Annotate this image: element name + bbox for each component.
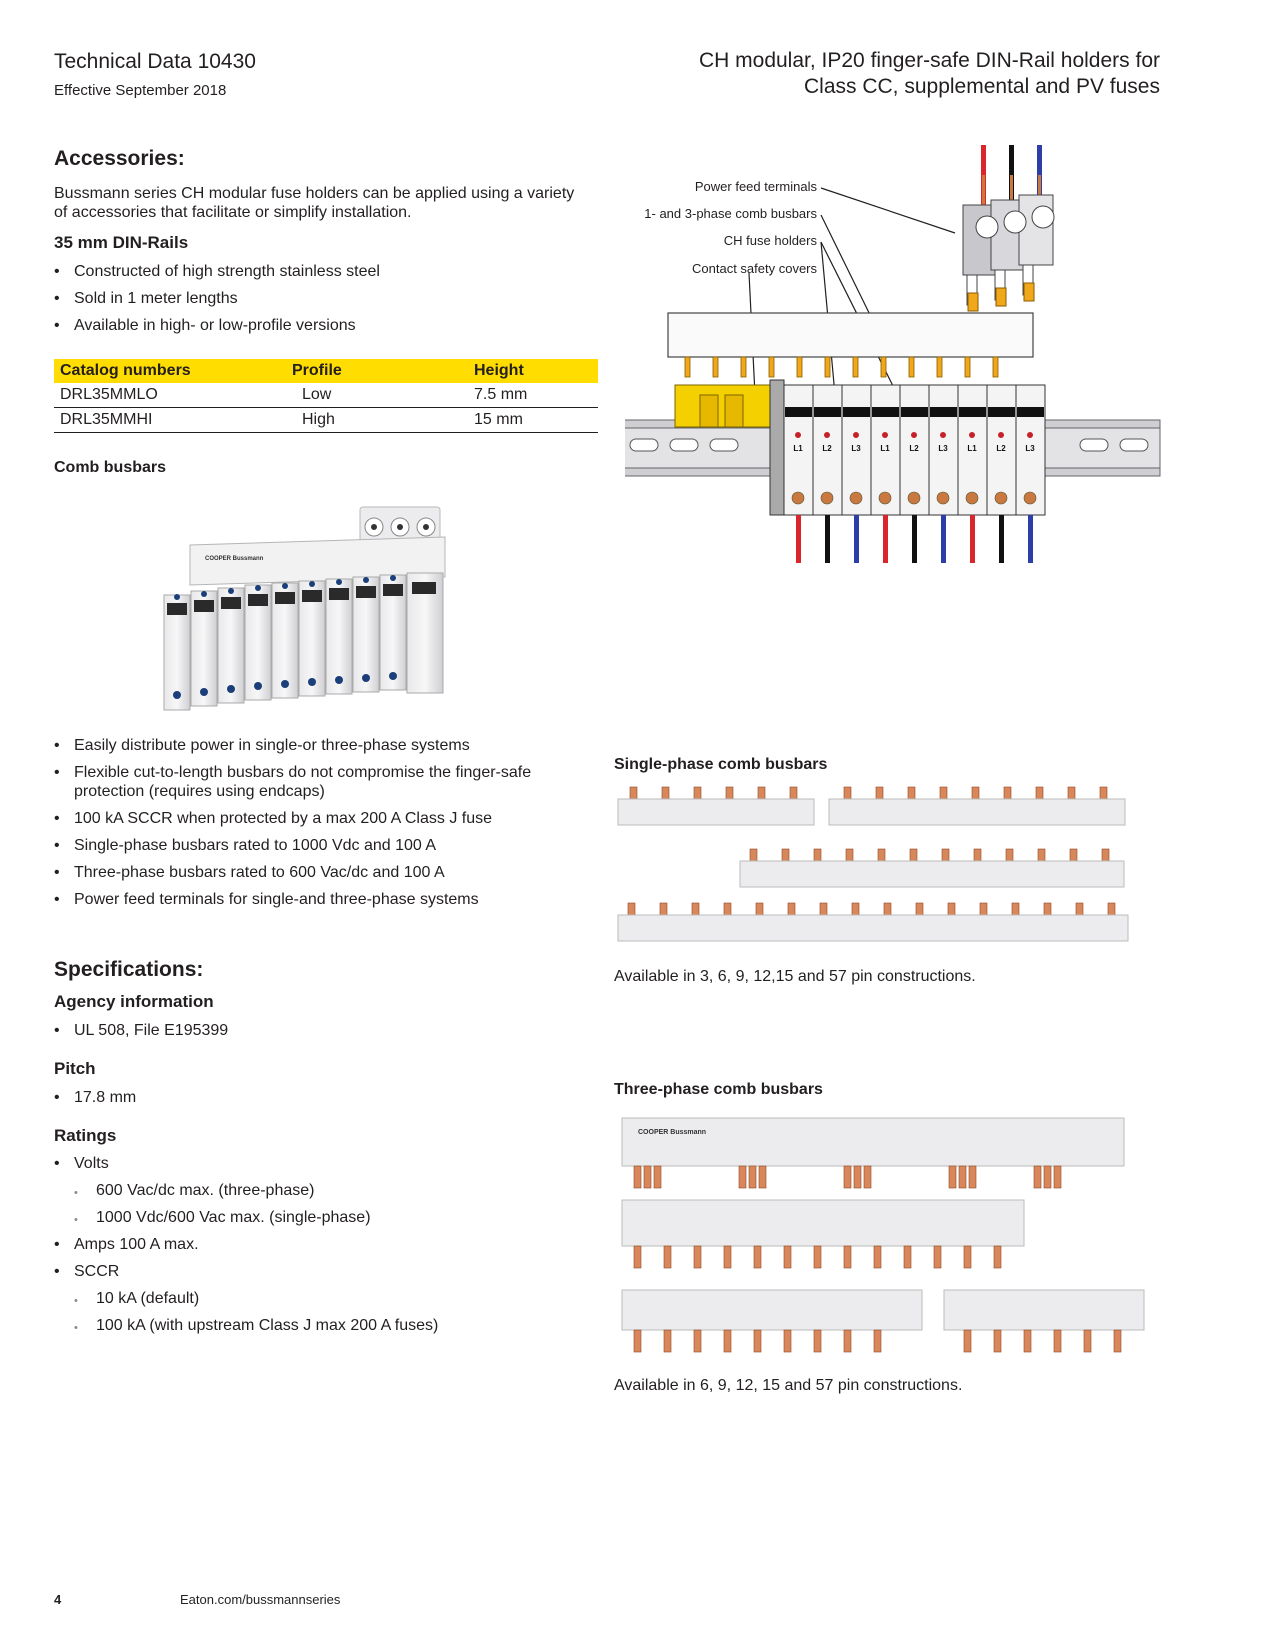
document-title: Technical Data 10430	[54, 50, 256, 73]
table-cell: DRL35MMHI	[54, 407, 286, 433]
footer-url[interactable]: Eaton.com/bussmannseries	[180, 1592, 341, 1607]
accessories-heading: Accessories:	[54, 147, 185, 170]
single-phase-busbars-image	[617, 786, 1129, 942]
list-item: Volts	[54, 1154, 614, 1173]
product-title-line1: CH modular, IP20 finger-safe DIN-Rail ho…	[698, 49, 1160, 72]
ratings-heading: Ratings	[54, 1126, 117, 1145]
diagram-label-fuse-holders: CH fuse holders	[723, 233, 817, 248]
col-catalog-numbers: Catalog numbers	[54, 359, 286, 383]
diagram-label-safety-covers: Contact safety covers	[692, 261, 817, 276]
list-item: Three-phase busbars rated to 600 Vac/dc …	[54, 863, 594, 882]
table-cell: High	[286, 407, 468, 433]
product-title: CH modular, IP20 finger-safe DIN-Rail ho…	[600, 48, 1160, 100]
diagram-label-comb-busbars: 1- and 3-phase comb busbars	[644, 206, 817, 221]
table-cell: DRL35MMLO	[54, 383, 286, 408]
phase-label: L2	[996, 444, 1006, 453]
list-item: 600 Vac/dc max. (three-phase)	[54, 1181, 614, 1203]
list-item: 17.8 mm	[54, 1089, 594, 1107]
accessories-intro: Bussmann series CH modular fuse holders …	[54, 185, 575, 221]
comb-busbar-assembly-image: COOPER Bussmann	[163, 506, 446, 711]
list-item: Sold in 1 meter lengths	[54, 290, 594, 308]
phase-label: L1	[967, 444, 977, 453]
list-item: Flexible cut-to-length busbars do not co…	[54, 763, 594, 801]
table-header-row: Catalog numbers Profile Height	[54, 359, 598, 383]
list-item: 100 kA (with upstream Class J max 200 A …	[54, 1316, 614, 1338]
three-phase-caption: Available in 6, 9, 12, 15 and 57 pin con…	[614, 1377, 963, 1394]
table-cell: Low	[286, 383, 468, 408]
phase-label: L3	[938, 444, 948, 453]
list-item: UL 508, File E195399	[54, 1022, 594, 1040]
table-row: DRL35MMLO Low 7.5 mm	[54, 383, 598, 408]
phase-label: L2	[822, 444, 832, 453]
list-item: 10 kA (default)	[54, 1289, 614, 1311]
phase-label: L3	[1025, 444, 1035, 453]
product-title-line2: Class CC, supplemental and PV fuses	[803, 75, 1160, 98]
list-item: Amps 100 A max.	[54, 1235, 614, 1254]
agency-heading: Agency information	[54, 992, 214, 1011]
effective-date: Effective September 2018	[54, 82, 227, 99]
col-height: Height	[468, 359, 598, 383]
din-rails-list: Constructed of high strength stainless s…	[54, 263, 594, 335]
catalog-table: Catalog numbers Profile Height DRL35MMLO…	[54, 359, 598, 433]
comb-busbars-list: Easily distribute power in single-or thr…	[54, 736, 594, 909]
busbar-brand-text: COOPER Bussmann	[205, 556, 264, 562]
table-row: DRL35MMHI High 15 mm	[54, 407, 598, 433]
agency-list: UL 508, File E195399	[54, 1022, 594, 1040]
three-phase-busbars-image: COOPER Bussmann	[621, 1117, 1145, 1353]
page-number: 4	[54, 1592, 62, 1607]
pitch-list: 17.8 mm	[54, 1089, 594, 1107]
amps-label: Amps	[74, 1236, 115, 1253]
din-rails-heading: 35 mm DIN-Rails	[54, 233, 189, 252]
list-item: Power feed terminals for single-and thre…	[54, 890, 594, 909]
list-item: 100 kA SCCR when protected by a max 200 …	[54, 809, 594, 828]
single-phase-caption: Available in 3, 6, 9, 12,15 and 57 pin c…	[614, 968, 976, 985]
single-phase-heading: Single-phase comb busbars	[614, 756, 828, 773]
specifications-heading: Specifications:	[54, 958, 204, 981]
comb-busbars-heading: Comb busbars	[54, 459, 167, 476]
list-item: SCCR	[54, 1262, 614, 1281]
table-cell: 7.5 mm	[468, 383, 598, 408]
list-item: Constructed of high strength stainless s…	[54, 263, 594, 281]
three-phase-heading: Three-phase comb busbars	[614, 1081, 823, 1098]
list-item: Available in high- or low-profile versio…	[54, 317, 594, 335]
busbar-brand-text: COOPER Bussmann	[638, 1129, 706, 1136]
list-item: 1000 Vdc/600 Vac max. (single-phase)	[54, 1208, 614, 1230]
phase-label: L3	[851, 444, 861, 453]
phase-label: L2	[909, 444, 919, 453]
col-profile: Profile	[286, 359, 468, 383]
phase-label: L1	[793, 444, 803, 453]
phase-label: L1	[880, 444, 890, 453]
pitch-heading: Pitch	[54, 1059, 96, 1078]
list-item: Single-phase busbars rated to 1000 Vdc a…	[54, 836, 594, 855]
table-cell: 15 mm	[468, 407, 598, 433]
diagram-label-power-feed: Power feed terminals	[694, 179, 817, 194]
din-rail-assembly-diagram: L1 L2 L3 L1 L2 L3 L1 L2 L3	[625, 145, 1161, 563]
ratings-list: Volts 600 Vac/dc max. (three-phase) 1000…	[54, 1154, 614, 1338]
amps-value: 100 A max.	[119, 1236, 199, 1253]
list-item: Easily distribute power in single-or thr…	[54, 736, 594, 755]
